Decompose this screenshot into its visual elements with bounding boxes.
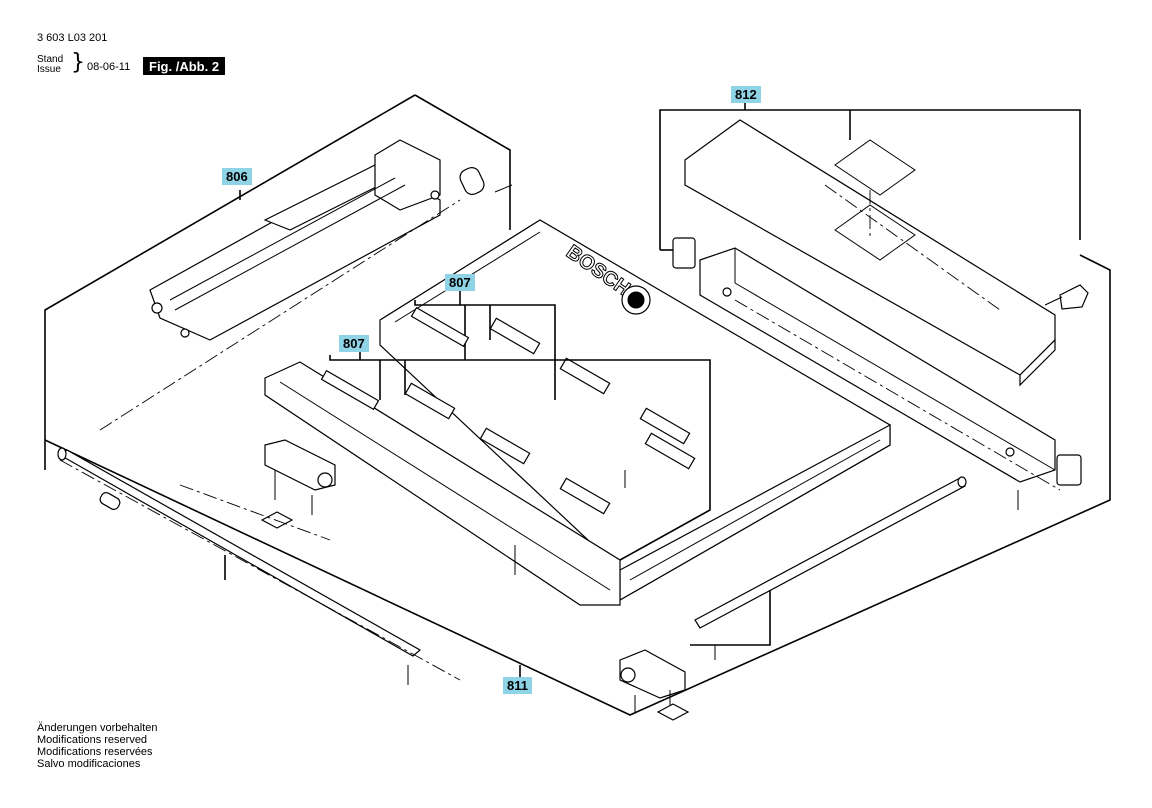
callout-807-lower: 807 [339, 335, 369, 352]
rail-806 [149, 139, 513, 341]
cover-812 [672, 119, 1089, 387]
callout-806: 806 [222, 168, 252, 185]
brace-glyph: } [71, 50, 85, 75]
footer-line-es: Salvo modificaciones [37, 758, 141, 770]
callout-807-upper: 807 [445, 274, 475, 291]
callout-812: 812 [731, 86, 761, 103]
footer-line-en: Modifications reserved [37, 734, 148, 746]
fence-extrusion [264, 361, 621, 606]
clamp-group-807-lower [320, 345, 711, 561]
left-rod [57, 447, 461, 685]
clamp-right [619, 649, 690, 721]
stand-label: Stand [37, 54, 64, 65]
clamp-group-807-upper [410, 290, 691, 445]
issue-label: Issue [37, 64, 61, 75]
axis-line-left [99, 199, 461, 431]
right-bar [699, 247, 1082, 510]
issue-date: 08-06-11 [87, 61, 131, 73]
footer-line-de: Änderungen vorbehalten [37, 722, 158, 734]
document-number: 3 603 L03 201 [37, 32, 108, 44]
stand-issue-labels: Stand Issue [37, 55, 63, 75]
clamp-left [179, 439, 336, 541]
figure-label: Fig. /Abb. 2 [143, 57, 226, 75]
footer-line-fr: Modifications reservées [37, 746, 153, 758]
callout-811: 811 [503, 677, 532, 694]
footer-notes: Änderungen vorbehalten Modifications res… [37, 722, 157, 770]
right-rod [690, 476, 967, 660]
